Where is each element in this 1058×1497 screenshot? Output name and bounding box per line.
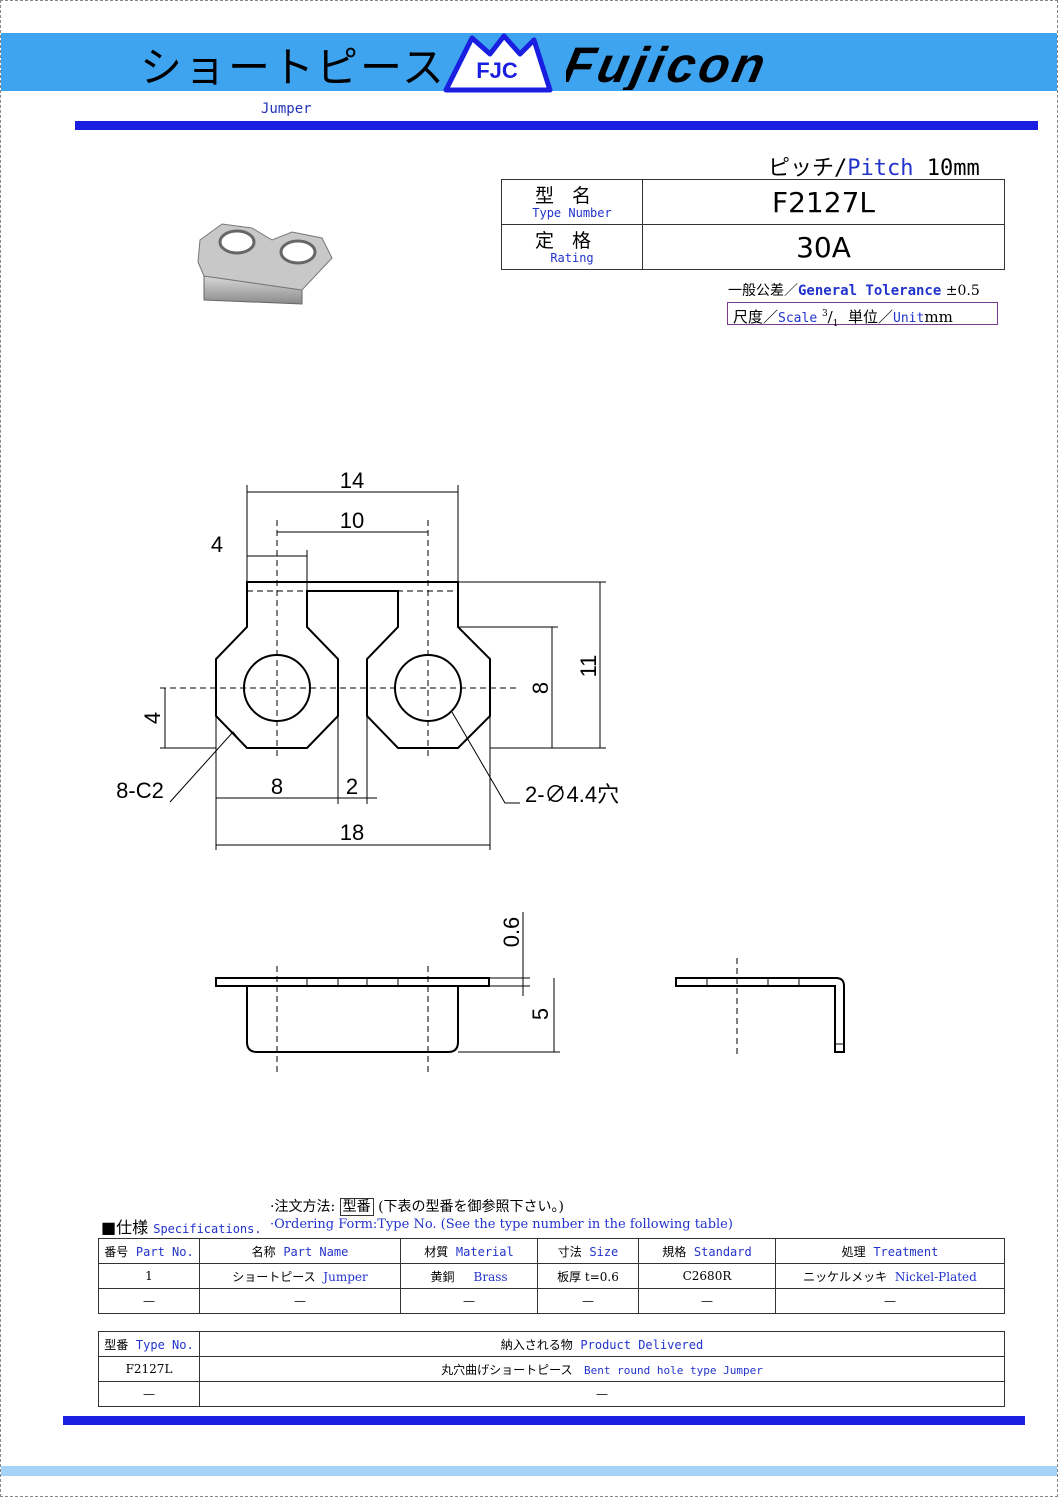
specs-title-en: Specifications. xyxy=(153,1222,262,1236)
cell-dash: — xyxy=(199,1288,401,1314)
dim-8-right: 8 xyxy=(528,682,553,694)
cell-dash: — xyxy=(98,1288,200,1314)
rating-label-jp: 定格 xyxy=(534,229,609,252)
front-view-outline xyxy=(215,581,491,749)
th-standard: 規格 Standard xyxy=(638,1238,776,1264)
dim-14: 14 xyxy=(340,468,364,493)
tol-value: ±0.5 xyxy=(945,283,980,299)
type-label-en: Type Number xyxy=(532,205,612,220)
fjc-logo: FJC xyxy=(443,33,553,93)
pitch-en: Pitch xyxy=(847,156,914,181)
top-blue-rule xyxy=(75,121,1038,130)
subtitle: Jumper xyxy=(261,101,312,117)
cell-dash: — xyxy=(775,1288,1005,1314)
dim-18: 18 xyxy=(340,820,364,845)
side-view-lines xyxy=(276,912,560,1072)
dim-0-6: 0.6 xyxy=(499,917,524,948)
pitch-label: ピッチ/Pitch 10mm xyxy=(768,150,980,182)
scale-en: Scale xyxy=(778,311,818,326)
unit-jp: 単位／ xyxy=(848,308,894,326)
order-jp-suffix: (下表の型番を御参照下さい。) xyxy=(378,1199,565,1215)
th-product-delivered: 納入される物 Product Delivered xyxy=(199,1331,1005,1357)
dim-hole: 2-∅4.4穴 xyxy=(525,782,619,807)
pitch-jp: ピッチ/ xyxy=(768,156,848,181)
th-treatment: 処理 Treatment xyxy=(775,1238,1005,1264)
th-type-no: 型番 Type No. xyxy=(98,1331,200,1357)
dim-4-left: 4 xyxy=(140,712,165,724)
dimension-lines xyxy=(160,485,606,850)
delivered-header-row: 型番 Type No. 納入される物 Product Delivered xyxy=(98,1331,1005,1357)
cell-standard: C2680R xyxy=(638,1263,776,1289)
cell-dash: — xyxy=(98,1381,200,1407)
table-row: — — — — — — xyxy=(98,1288,1005,1314)
table-row: — — xyxy=(98,1381,1005,1407)
cell-dash: — xyxy=(638,1288,776,1314)
dim-10: 10 xyxy=(340,508,364,533)
type-value: F2127L xyxy=(642,179,1005,225)
table-row: 1 ショートピース Jumper 黄銅 Brass 板厚 t=0.6 C2680… xyxy=(98,1263,1005,1289)
scale-jp: 尺度／ xyxy=(733,308,779,326)
specs-table: 番号 Part No. 名称 Part Name 材質 Material 寸法 … xyxy=(98,1238,1005,1314)
dim-11: 11 xyxy=(576,655,601,678)
tol-jp: 一般公差／ xyxy=(728,283,798,299)
ordering-form-jp: ·注文方法: 型番 (下表の型番を御参照下さい。) xyxy=(270,1196,564,1216)
cell-product: 丸穴曲げショートピース Bent round hole type Jumper xyxy=(199,1356,1005,1382)
scale-num: 3 xyxy=(821,309,828,319)
page-title: ショートピース xyxy=(140,43,446,92)
delivered-table: 型番 Type No. 納入される物 Product Delivered F21… xyxy=(98,1331,1005,1407)
logo-text: FJC xyxy=(476,58,518,83)
product-photo xyxy=(197,223,333,305)
bottom-blue-rule xyxy=(63,1416,1025,1425)
cell-type: F2127L xyxy=(98,1356,200,1382)
end-view-outline xyxy=(675,977,845,1053)
scale-unit-box: 尺度／Scale 3/1 単位／Unitmm xyxy=(727,302,998,329)
cell-material: 黄銅 Brass xyxy=(400,1263,538,1289)
order-jp-prefix: ·注文方法: xyxy=(270,1199,336,1215)
cell-dash: — xyxy=(199,1381,1005,1407)
th-part-no: 番号 Part No. xyxy=(98,1238,200,1264)
cell-no: 1 xyxy=(98,1263,200,1289)
technical-drawing: 14 10 4 11 8 4 8-C2 8 2 2-∅4.4穴 18 0.6 5 xyxy=(116,468,845,1072)
th-size: 寸法 Size xyxy=(537,1238,639,1264)
dim-5: 5 xyxy=(528,1008,553,1020)
th-part-name: 名称 Part Name xyxy=(199,1238,401,1264)
pitch-value: 10mm xyxy=(926,156,980,181)
footer-band xyxy=(1,1466,1057,1476)
th-material: 材質 Material xyxy=(400,1238,538,1264)
dim-2: 2 xyxy=(346,774,358,799)
cell-name: ショートピース Jumper xyxy=(199,1263,401,1289)
tol-en: General Tolerance xyxy=(798,283,942,299)
rating-label-cell: 定格 Rating xyxy=(501,224,643,270)
end-view-lines xyxy=(706,958,844,1054)
dim-8-bottom: 8 xyxy=(271,774,283,799)
center-lines xyxy=(160,520,520,760)
table-row: F2127L 丸穴曲げショートピース Bent round hole type … xyxy=(98,1356,1005,1382)
dim-4-top: 4 xyxy=(211,532,223,557)
dim-chamfer: 8-C2 xyxy=(116,778,164,803)
type-label-cell: 型名 Type Number xyxy=(501,179,643,225)
order-jp-box: 型番 xyxy=(339,1198,374,1216)
cell-dash: — xyxy=(400,1288,538,1314)
unit-en: Unit xyxy=(893,311,925,326)
side-view-outline xyxy=(215,977,490,1053)
rating-label-en: Rating xyxy=(550,250,594,265)
dimension-texts: 14 10 4 11 8 4 8-C2 8 2 2-∅4.4穴 18 0.6 5 xyxy=(116,468,619,1020)
general-tolerance: 一般公差／General Tolerance ±0.5 xyxy=(728,280,980,300)
rating-value: 30A xyxy=(642,224,1005,270)
cell-dash: — xyxy=(537,1288,639,1314)
cell-size: 板厚 t=0.6 xyxy=(537,1263,639,1289)
info-table: 型名 Type Number F2127L 定格 Rating 30A xyxy=(501,179,1005,270)
unit-value: mm xyxy=(924,308,953,326)
type-label-jp: 型名 xyxy=(534,184,609,207)
specs-header-row: 番号 Part No. 名称 Part Name 材質 Material 寸法 … xyxy=(98,1238,1005,1264)
cell-treatment: ニッケルメッキ Nickel-Plated xyxy=(775,1263,1005,1289)
specs-title-jp: ■仕様 xyxy=(101,1218,149,1237)
specs-title: ■仕様 Specifications. xyxy=(101,1214,262,1238)
brand-logo: Fujicon xyxy=(566,38,770,90)
scale-den: 1 xyxy=(832,319,839,329)
ordering-form-en: ·Ordering Form:Type No. (See the type nu… xyxy=(270,1217,733,1232)
